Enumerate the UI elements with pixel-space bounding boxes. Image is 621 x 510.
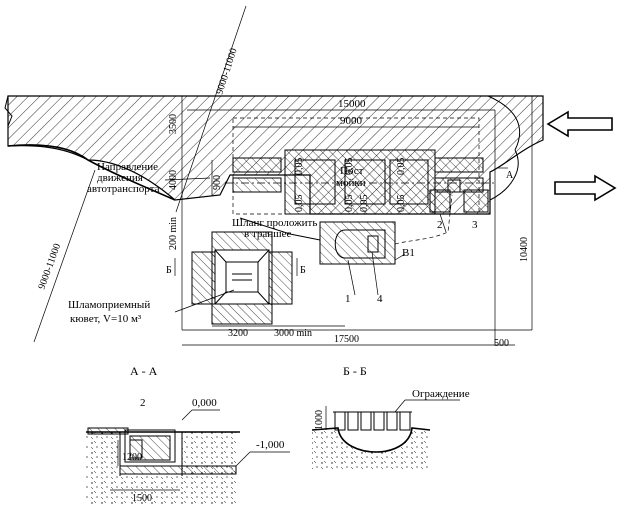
hose-label-2: в траншее <box>244 228 292 240</box>
dim-005-2: 0,05 <box>294 195 305 213</box>
dimension-lines <box>33 5 533 346</box>
direction-label-3: автотранспорта <box>87 183 160 195</box>
callout-1: 1 <box>345 293 351 305</box>
aa-callout-2: 2 <box>140 397 146 409</box>
section-bb <box>311 399 460 470</box>
dim-9000-11000-left: 9000-11000 <box>36 242 63 291</box>
dim-005-4: 0,05 <box>344 195 355 213</box>
sludge-label-1: Шламоприемный <box>68 299 150 311</box>
elev-minus-1000: -1,000 <box>256 439 285 451</box>
direction-label-2: движения <box>97 172 143 184</box>
section-mark-b-left: Б <box>166 265 172 276</box>
post-label-1: Пост <box>340 165 364 177</box>
dim-1000: 1000 <box>314 410 325 430</box>
wash-pad <box>225 117 495 215</box>
traffic-arrows <box>546 110 617 202</box>
sludge-pit <box>191 231 293 325</box>
section-aa <box>86 409 290 504</box>
dim-10400: 10400 <box>519 237 530 262</box>
water-unit <box>239 194 453 265</box>
dim-9000-11000-top: 9000-11000 <box>214 47 239 96</box>
dim-9000: 9000 <box>340 115 363 127</box>
callout-4: 4 <box>377 293 383 305</box>
section-mark-a: А <box>506 170 514 181</box>
dim-005-1: 0,05 <box>294 158 305 176</box>
dim-1500: 1500 <box>132 493 152 504</box>
section-aa-title: А - А <box>130 364 158 378</box>
hose-label-1: Шланг проложить <box>232 217 317 229</box>
dim-200min: 200 min <box>168 217 179 250</box>
dim-005-5: 0,05 <box>396 158 407 176</box>
dim-005-6: 0,05 <box>396 195 407 213</box>
sludge-label-2: кювет, V=10 м³ <box>70 313 142 325</box>
dim-15000: 15000 <box>338 98 366 110</box>
post-label-2: мойки <box>336 177 366 189</box>
dim-3200: 3200 <box>228 328 248 339</box>
dim-005-3: 0,05 <box>344 158 355 176</box>
dim-3000min: 3000 min <box>274 328 312 339</box>
text-labels: Направление движения автотранспорта Шлан… <box>68 161 514 409</box>
dim-900: 900 <box>212 175 223 190</box>
dim-3500: 3500 <box>168 114 179 134</box>
dim-4000: 4000 <box>168 170 179 190</box>
callout-b1: В1 <box>402 247 415 259</box>
callout-2: 2 <box>437 219 443 231</box>
dim-1200: 1200 <box>122 452 142 463</box>
direction-label-1: Направление <box>97 161 158 173</box>
callout-3: 3 <box>472 219 478 231</box>
dim-500: 500 <box>494 338 509 349</box>
dim-17500: 17500 <box>334 334 359 345</box>
section-mark-b-right: Б <box>300 265 306 276</box>
fence-label: Ограждение <box>412 388 470 400</box>
dim-005-7: 0,05 <box>359 195 370 213</box>
section-bb-title: Б - Б <box>343 364 367 378</box>
elev-0000: 0,000 <box>192 397 217 409</box>
